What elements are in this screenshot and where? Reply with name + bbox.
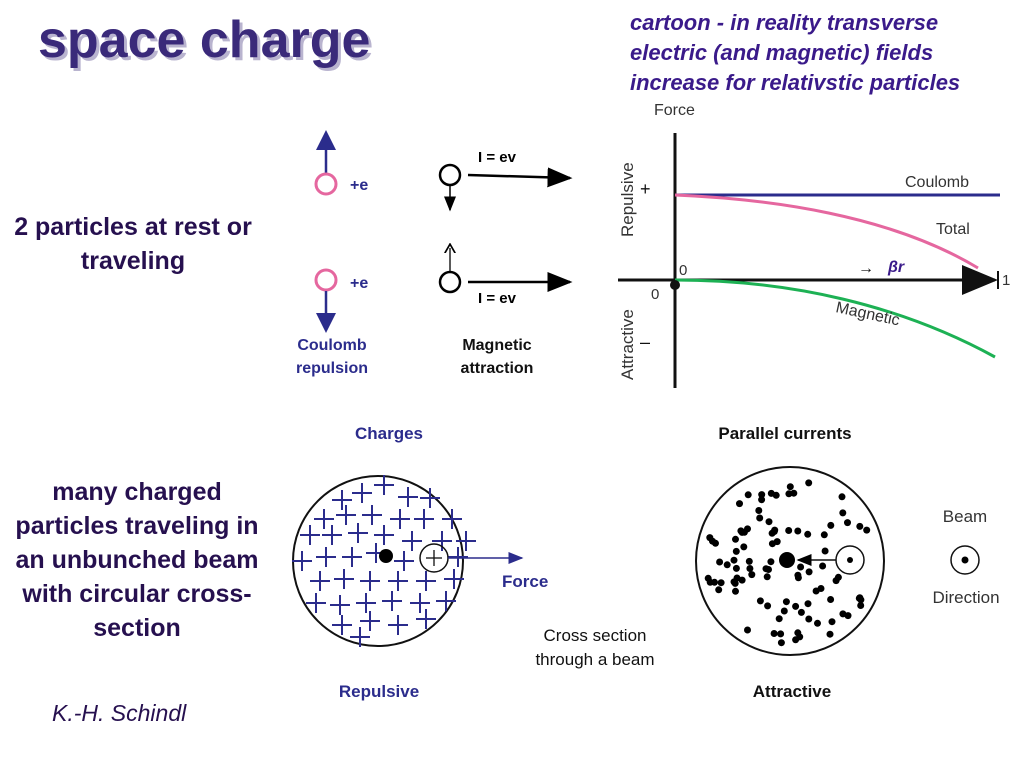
x-end-label: 1 [1002, 272, 1010, 289]
beam-cross-section-diagram: Charges Force Repulsive Cross section th… [292, 424, 1000, 701]
charges-title: Charges [355, 424, 423, 443]
repulsive-label: Repulsive [618, 162, 637, 237]
plus-charges [292, 475, 476, 647]
zero-y-label: 0 [651, 286, 659, 303]
attractive-caption: Attractive [753, 682, 831, 701]
repulsive-caption: Repulsive [339, 682, 419, 701]
beta-arrow: → [858, 260, 874, 277]
currents-title: Parallel currents [718, 424, 851, 443]
origin-dot [670, 280, 680, 290]
test-charge-dot [379, 549, 393, 563]
charge-particle-bottom [314, 268, 338, 292]
current-arrow-top [467, 167, 573, 188]
magnetic-caption-1: Magnetic [462, 337, 531, 354]
force-graph: Force Repulsive Attractive + – 0 0 1 → β… [618, 102, 1010, 388]
section1-text: 2 particles at rest or traveling [14, 213, 252, 275]
beta-label: βr [887, 259, 905, 276]
attractive-label: Attractive [618, 309, 637, 380]
author: K.-H. Schindl [52, 700, 187, 726]
current-label-bottom: I = ev [478, 290, 517, 307]
test-current-dot [779, 552, 795, 568]
section2-text: many charged particles traveling in an u… [15, 478, 259, 642]
charge-label-bottom: +e [350, 275, 368, 292]
total-curve [674, 193, 979, 270]
total-curve-label: Total [936, 221, 970, 238]
magnetic-curve [674, 278, 996, 359]
force-axis-title: Force [654, 102, 695, 119]
coulomb-caption-2: repulsion [296, 360, 368, 377]
zero-x-label: 0 [679, 262, 687, 279]
minus-sign: – [640, 332, 650, 352]
current-particle-bottom [438, 270, 462, 294]
slide-title: space charge [38, 11, 371, 69]
cross-section-line1: Cross section [544, 626, 647, 645]
beam-label: Beam [943, 507, 987, 526]
plus-sign: + [640, 179, 651, 199]
force-label: Force [502, 572, 548, 591]
charge-particle-top [314, 172, 338, 196]
charge-label-top: +e [350, 177, 368, 194]
slide-note: cartoon - in reality transverse electric… [630, 10, 961, 95]
cross-section-line2: through a beam [535, 650, 654, 669]
magnetic-curve-label: Magnetic [834, 299, 901, 329]
magnetic-caption-2: attraction [461, 360, 534, 377]
coulomb-caption-1: Coulomb [297, 337, 367, 354]
coulomb-curve-label: Coulomb [905, 174, 969, 191]
direction-label: Direction [932, 588, 999, 607]
current-particle-top [438, 163, 462, 187]
parallel-current-dots [704, 479, 871, 647]
two-particle-diagram: +e +e Coulomb repulsion I = ev I = ev Ma… [296, 130, 573, 377]
current-label-top: I = ev [478, 149, 517, 166]
